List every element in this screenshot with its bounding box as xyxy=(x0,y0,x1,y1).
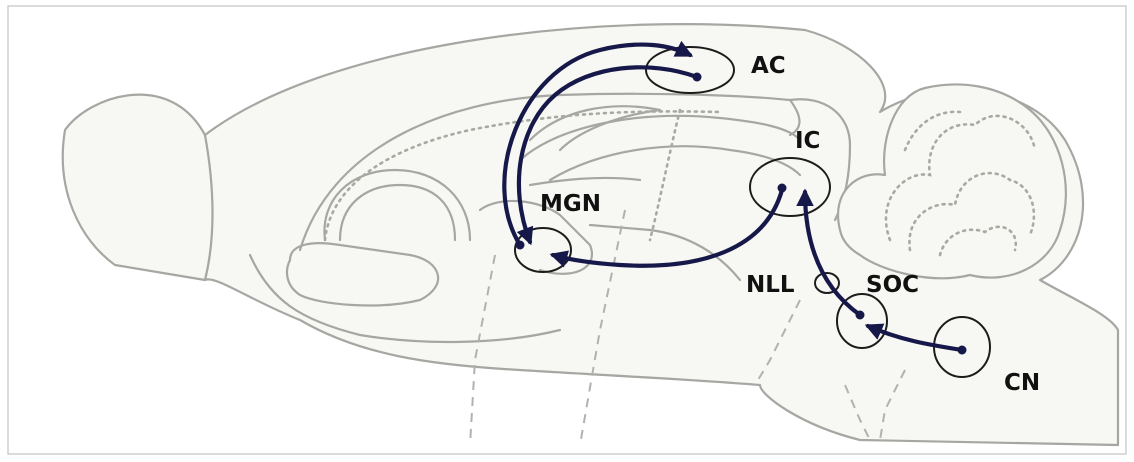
ic-label: IC xyxy=(795,128,820,154)
mgn-label: MGN xyxy=(540,191,601,217)
cn-dot xyxy=(958,346,967,355)
nll-label: NLL xyxy=(746,272,795,298)
soc-dot xyxy=(856,311,865,320)
ic-dot xyxy=(778,184,787,193)
ac-label: AC xyxy=(751,53,786,79)
cn-label: CN xyxy=(1004,370,1040,396)
ac-dot xyxy=(693,73,702,82)
soc-label: SOC xyxy=(866,272,919,298)
mgn-dot xyxy=(516,241,525,250)
